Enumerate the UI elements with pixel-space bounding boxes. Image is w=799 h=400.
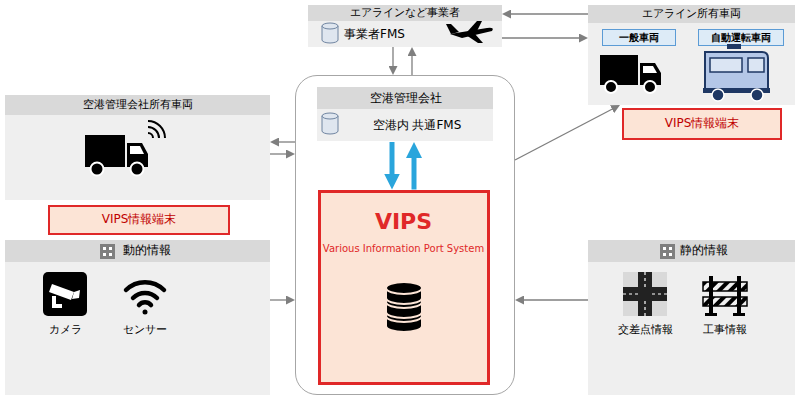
node-heading: 自動運転車両 xyxy=(699,30,783,45)
vips-system-box: VIPS Various Information Port System xyxy=(318,190,490,385)
sync-arrow xyxy=(390,142,395,178)
vehicle-group-box: エアライン所有車両一般車両 自動運転車両 xyxy=(588,5,795,105)
connector-arrow xyxy=(522,299,588,300)
building-icon xyxy=(100,244,115,259)
node-heading: VIPS xyxy=(321,207,487,239)
camera-icon xyxy=(43,272,87,316)
node-body-text: 事業者FMS xyxy=(344,22,444,47)
connector-arrow xyxy=(277,141,295,142)
icon-caption: カメラ xyxy=(20,322,110,338)
node-body-text: 空港内 共通FMS xyxy=(342,110,492,142)
database-icon xyxy=(322,113,338,134)
connector-arrow xyxy=(411,54,412,75)
node-heading: エアライン所有車両 xyxy=(588,5,795,23)
connector-arrow xyxy=(502,37,581,38)
connector-arrow xyxy=(392,47,393,68)
node-heading: 静的情報 xyxy=(680,240,770,262)
operator-box: エアラインなど事業者事業者FMS xyxy=(308,5,502,47)
node-heading: 一般車両 xyxy=(603,30,675,45)
node-heading: 空港管理会社 xyxy=(318,88,494,110)
node-body-text: Various Information Port System xyxy=(321,241,487,257)
database-icon xyxy=(322,23,338,43)
sensor-icon xyxy=(126,282,164,314)
node-heading: VIPS情報端末 xyxy=(50,207,228,233)
dynamic-info-box: 動的情報 xyxy=(5,240,270,395)
icon-caption: センサー xyxy=(100,322,190,338)
node-heading: エアラインなど事業者 xyxy=(308,5,502,21)
node-heading: 空港管理会社所有車両 xyxy=(5,95,270,115)
connector-arrow xyxy=(270,299,288,300)
terminal-box: VIPS情報端末 xyxy=(48,205,230,235)
vehicle-type-box: 自動運転車両 xyxy=(698,29,784,46)
vehicle-type-box: 一般車両 xyxy=(602,29,676,46)
vehicle-group-box: 空港管理会社所有車両 xyxy=(5,95,270,200)
connector-arrow xyxy=(509,13,588,14)
connector-arrow xyxy=(515,108,614,160)
database-icon xyxy=(386,282,422,332)
building-icon xyxy=(660,244,675,259)
icon-caption: 工事情報 xyxy=(680,322,770,338)
truck-icon xyxy=(85,121,165,176)
autonomous-vehicle-icon xyxy=(703,44,770,101)
airport-company-container: 空港管理会社空港内 共通FMS VIPS Various Information P… xyxy=(295,75,515,395)
terminal-box: VIPS情報端末 xyxy=(622,108,782,140)
airplane-icon xyxy=(446,21,493,43)
node-heading: VIPS情報端末 xyxy=(624,110,780,138)
node-heading: 動的情報 xyxy=(123,240,213,262)
static-info-box: 静的情報 xyxy=(588,240,795,395)
connector-arrow xyxy=(270,153,288,154)
truck-icon xyxy=(600,55,661,93)
intersection-icon xyxy=(623,272,667,316)
sync-arrow xyxy=(412,154,417,190)
barrier-icon xyxy=(703,276,747,316)
icon-caption: 交差点情報 xyxy=(600,322,690,338)
